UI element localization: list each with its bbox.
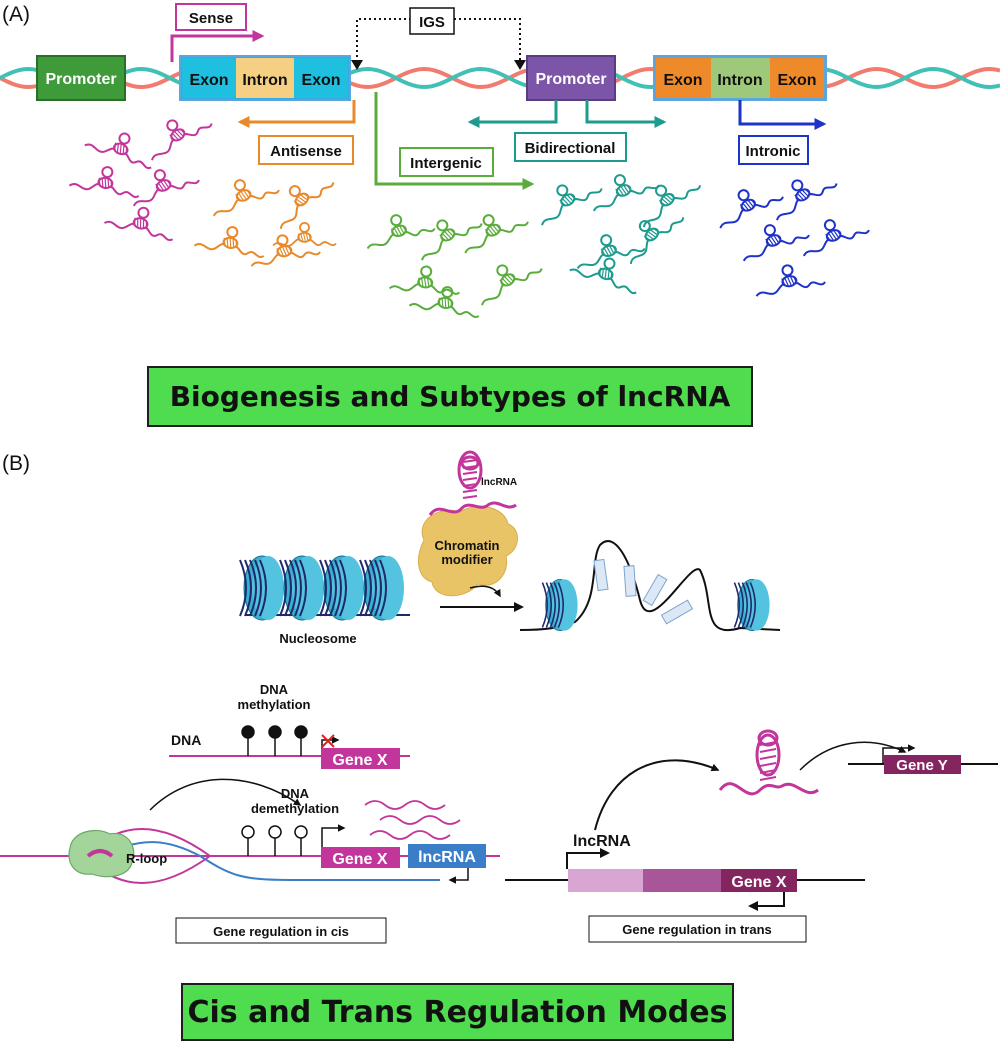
lncrna-molecule-icon	[802, 219, 870, 257]
promoter-left: Promoter	[36, 55, 126, 101]
lncrna-molecule-icon	[592, 174, 660, 212]
lncrna-molecule-icon	[408, 286, 480, 318]
trans-caption: Gene regulation in trans	[588, 915, 807, 943]
gene1-exon1-label: Exon	[189, 72, 228, 89]
antisense-label: Antisense	[270, 143, 342, 160]
panel-a-label: (A)	[2, 3, 30, 26]
intergenic-arrow: Intergenic	[374, 92, 535, 190]
gene-2: Exon Intron Exon	[653, 55, 827, 101]
lncrna-molecule-icon	[132, 169, 200, 207]
bidirectional-arrow: Bidirectional	[467, 100, 667, 162]
nucleosome-icon	[319, 555, 364, 621]
trans-regulation: Gene X lncRNA Gene Y	[505, 729, 998, 911]
lncrna-molecule-icon	[541, 184, 603, 226]
lncrna-molecule-icon	[719, 189, 784, 229]
lncrna-molecule-icon	[68, 166, 140, 198]
igs-bracket: IGS	[351, 7, 526, 70]
gene-x-mid-label: Gene X	[332, 851, 387, 868]
lncrna-molecule-icon	[629, 217, 685, 265]
lncrna-molecule-icon	[212, 179, 280, 217]
lncrna-molecule-icon	[642, 184, 702, 228]
gene-x-trans-label: Gene X	[731, 874, 786, 891]
panel-b-title: Cis and Trans Regulation Modes	[181, 983, 734, 1041]
lncrna-molecule-icon	[776, 179, 838, 221]
panel-a-title: Biogenesis and Subtypes of lncRNA	[147, 366, 753, 427]
nucleosome-icon	[541, 578, 578, 632]
cis-caption: Gene regulation in cis	[175, 917, 387, 944]
lncrna-molecule-icon	[151, 119, 213, 161]
open-chromatin	[519, 540, 781, 632]
lncrna-molecule-icon	[272, 221, 337, 247]
promoter-left-label: Promoter	[45, 71, 116, 88]
lncrna-on-modifier	[428, 450, 517, 516]
lncrna-small-label: lncRNA	[481, 477, 517, 488]
igs-label: IGS	[419, 14, 445, 31]
lncrna-molecule-icon	[421, 219, 483, 261]
lncrna-molecule-icon	[279, 182, 335, 230]
lncrna-molecule-icon	[569, 257, 637, 295]
nucleosome-icon	[279, 555, 324, 621]
sense-label: Sense	[189, 10, 233, 27]
lncrna-trans-label: lncRNA	[573, 833, 631, 850]
promoter-right: Promoter	[526, 55, 616, 101]
lncrna-molecule-icon	[464, 214, 529, 254]
nucleosome-label: Nucleosome	[279, 631, 356, 646]
lncrna-molecule-icon	[481, 264, 543, 306]
lncrna-molecule-icon	[576, 234, 646, 270]
lncrna-box-label: lncRNA	[418, 849, 476, 866]
dna-double-helix	[0, 66, 1000, 90]
nucleosome-icon	[359, 555, 404, 621]
gene2-intron-label: Intron	[717, 72, 762, 89]
compact-nucleosomes	[239, 555, 410, 621]
gene-1: Exon Intron Exon	[179, 55, 351, 101]
gene1-intron-label: Intron	[242, 72, 287, 89]
nucleosome-icon	[733, 578, 770, 632]
intronic-arrow: Intronic	[738, 100, 827, 165]
lncrna-molecule-icon	[388, 265, 461, 295]
gene-y-label: Gene Y	[896, 757, 947, 774]
lncrna-molecule-icon	[755, 264, 826, 297]
panel-b-label: (B)	[2, 452, 30, 475]
lncrna-molecule-icon	[193, 226, 265, 258]
remodel-curve-arrow	[469, 585, 501, 598]
r-loop-label: R-loop	[126, 851, 167, 866]
sense-arrow: Sense	[170, 3, 265, 62]
intergenic-label: Intergenic	[410, 155, 482, 172]
lncrna-molecule-icon	[366, 214, 436, 250]
dna-label: DNA	[171, 732, 201, 748]
gene2-exon1-label: Exon	[663, 72, 702, 89]
lncrna-molecule-icon	[84, 132, 152, 170]
lncrna-molecule-icon	[742, 224, 810, 262]
cis-caption-label: Gene regulation in cis	[213, 924, 349, 939]
lncrna-molecule-icon	[103, 206, 174, 242]
lncrna-clusters	[68, 119, 870, 318]
rloop-enzyme-icon	[68, 829, 135, 878]
intronic-label: Intronic	[746, 143, 801, 160]
promoter-right-label: Promoter	[535, 71, 606, 88]
gene2-exon2-label: Exon	[777, 72, 816, 89]
antisense-arrow: Antisense	[237, 100, 356, 165]
lncrna-molecule-icon	[250, 234, 321, 267]
nucleosome-icon	[239, 555, 284, 621]
gene1-exon2-label: Exon	[301, 72, 340, 89]
bidirectional-label: Bidirectional	[525, 140, 616, 157]
trans-caption-label: Gene regulation in trans	[622, 922, 772, 937]
gene-x-top-label: Gene X	[332, 752, 387, 769]
